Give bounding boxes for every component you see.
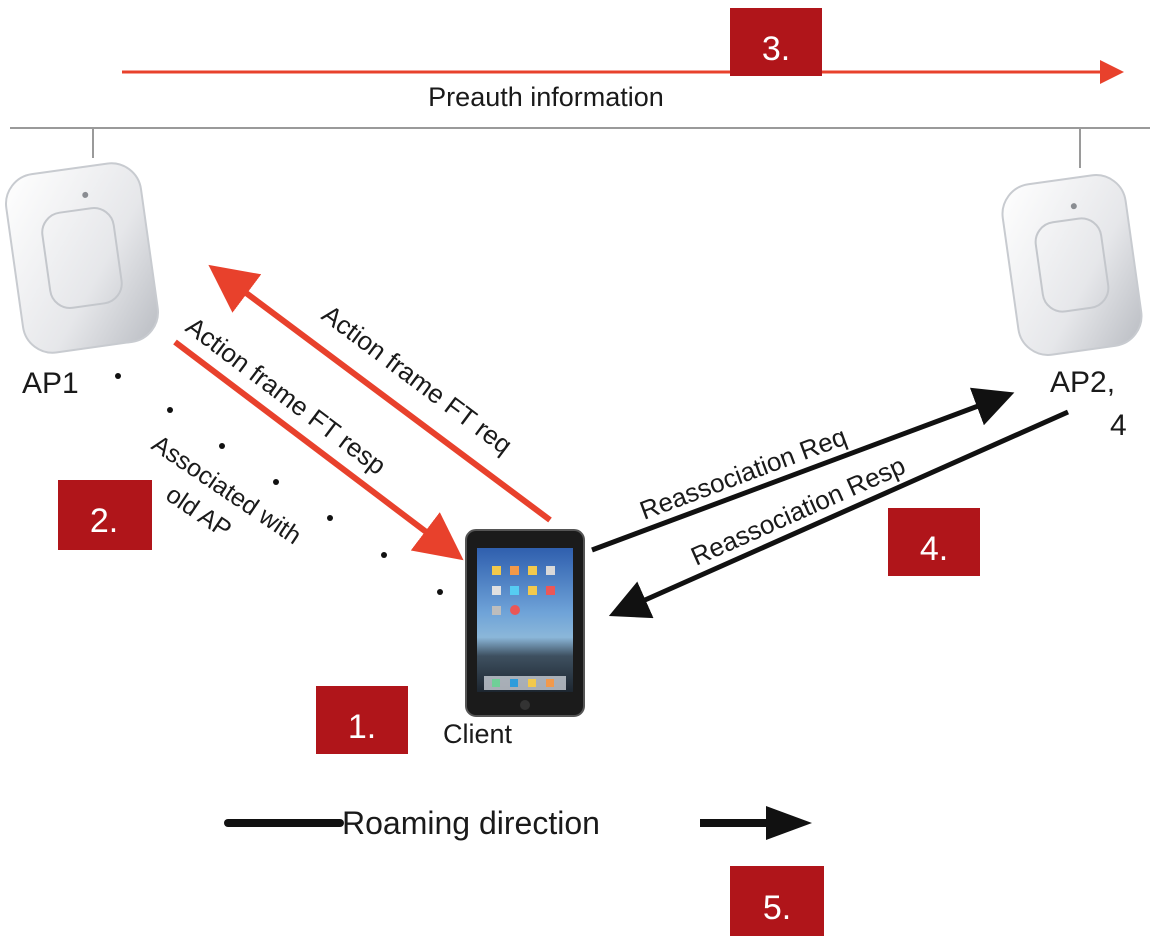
ap2-label-line1: AP2,	[1050, 366, 1115, 399]
reassociation-response-arrow	[608, 409, 1070, 619]
preauth-label: Preauth information	[428, 82, 664, 112]
association-label: Associated with old AP	[147, 430, 307, 550]
svg-text:3.: 3.	[762, 30, 790, 68]
step-3-badge: 3.	[730, 8, 822, 76]
ap2-label-line2: 4	[1110, 409, 1127, 442]
svg-text:5.: 5.	[763, 889, 791, 927]
ft-response-arrow	[173, 339, 464, 561]
client-label: Client	[443, 719, 513, 749]
step-5-badge: 5.	[730, 866, 824, 936]
step-1-badge: 1.	[316, 686, 408, 754]
ap1-label: AP1	[22, 367, 79, 400]
ap2-access-point-icon	[1001, 174, 1143, 356]
roaming-arrowhead-icon	[766, 806, 812, 840]
roaming-label: Roaming direction	[342, 805, 600, 841]
svg-text:2.: 2.	[90, 502, 118, 540]
client-tablet-icon	[465, 529, 585, 717]
svg-text:4.: 4.	[920, 530, 948, 568]
step-2-badge: 2.	[58, 480, 152, 550]
reassociation-request-arrow	[591, 387, 1015, 553]
svg-text:1.: 1.	[348, 708, 376, 746]
ap1-access-point-icon	[5, 162, 159, 354]
ft-request-arrow	[208, 264, 552, 523]
step-4-badge: 4.	[888, 508, 980, 576]
association-dotted-line	[115, 373, 443, 595]
